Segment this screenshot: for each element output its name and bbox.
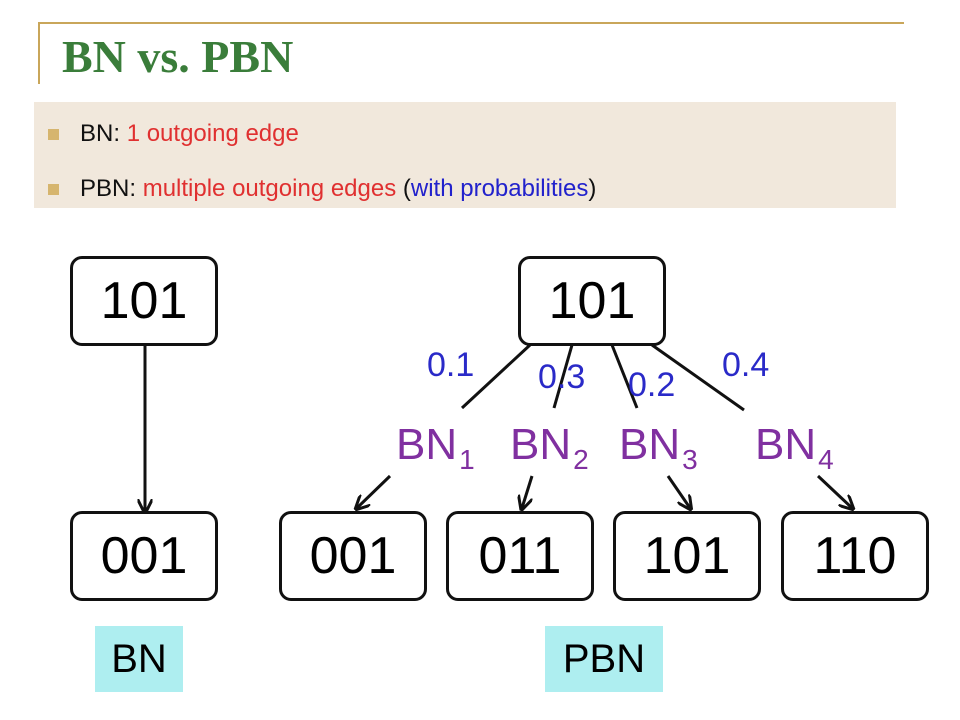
pbn-arrow-2 xyxy=(522,475,534,508)
network-label-3: BN3 xyxy=(619,420,698,474)
pbn-target-node-1: 001 xyxy=(279,511,427,601)
pbn-arrow-1 xyxy=(357,474,392,508)
network-label-base: BN xyxy=(755,420,817,469)
bullet-description: 1 outgoing edge xyxy=(126,120,299,147)
network-label-2: BN2 xyxy=(510,420,589,474)
network-label-base: BN xyxy=(396,420,458,469)
network-label-base: BN xyxy=(619,420,681,469)
bn-source-node: 101 xyxy=(70,256,218,346)
probability-label-4: 0.4 xyxy=(722,346,770,384)
pbn-arrow-3 xyxy=(666,475,690,508)
probability-label-1: 0.1 xyxy=(427,346,475,384)
pbn-edge-3 xyxy=(610,344,639,409)
bullet-list: BN: 1 outgoing edge PBN: multiple outgoi… xyxy=(34,102,896,208)
pbn-edge-4 xyxy=(651,343,745,412)
network-label-subscript: 4 xyxy=(818,444,834,475)
bullet-separator: : xyxy=(129,175,143,202)
network-label-base: BN xyxy=(510,420,572,469)
bn-target-node: 001 xyxy=(70,511,218,601)
bullet-term: PBN xyxy=(80,175,130,202)
pbn-source-node: 101 xyxy=(518,256,666,346)
pbn-arrow-4 xyxy=(816,474,852,508)
network-label-subscript: 3 xyxy=(682,444,698,475)
pbn-target-node-4: 110 xyxy=(781,511,929,601)
bullet-term: BN xyxy=(80,120,114,147)
pbn-target-node-2: 011 xyxy=(446,511,594,601)
probability-label-2: 0.3 xyxy=(538,358,586,396)
bullet-square-icon xyxy=(48,128,59,140)
slide-frame-left-rule xyxy=(38,22,40,84)
bullet-square-icon xyxy=(48,183,59,195)
network-label-1: BN1 xyxy=(396,420,475,474)
slide-frame-top-rule xyxy=(38,22,904,24)
bullet-item-pbn: PBN: multiple outgoing edges (with proba… xyxy=(34,174,596,204)
bullet-paren-close: ) xyxy=(588,175,597,202)
network-label-subscript: 1 xyxy=(459,444,475,475)
bullet-separator: : xyxy=(113,120,127,147)
probability-label-3: 0.2 xyxy=(628,366,676,404)
pbn-caption: PBN xyxy=(545,626,663,692)
network-label-subscript: 2 xyxy=(573,444,589,475)
network-label-4: BN4 xyxy=(755,420,834,474)
bullet-description: multiple outgoing edges xyxy=(142,175,397,202)
pbn-edge-1 xyxy=(460,343,532,410)
slide-title: BN vs. PBN xyxy=(62,31,294,82)
pbn-target-node-3: 101 xyxy=(613,511,761,601)
bn-caption: BN xyxy=(95,626,183,692)
pbn-edge-2 xyxy=(552,344,574,409)
bullet-paren-text: with probabilities xyxy=(410,175,589,202)
bullet-paren-open: ( xyxy=(396,175,411,202)
bullet-item-bn: BN: 1 outgoing edge xyxy=(34,119,299,149)
